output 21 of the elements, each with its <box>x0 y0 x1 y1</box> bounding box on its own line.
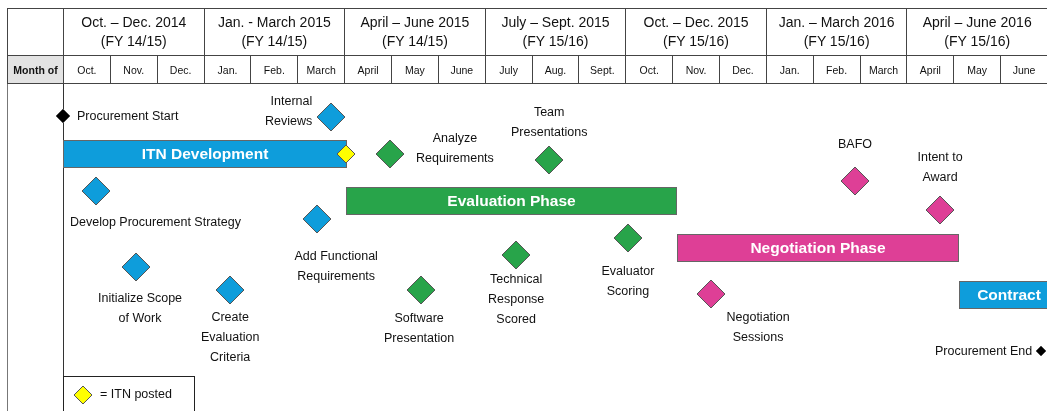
milestone-label: Negotiation Sessions <box>726 309 790 346</box>
milestone-label: Develop Procurement Strategy <box>70 214 241 231</box>
legend-label: = ITN posted <box>100 386 172 403</box>
milestone-label: Intent to Award <box>917 149 963 186</box>
row-header: Month of <box>7 55 64 84</box>
milestone-label: Add Functional Requirements <box>294 248 378 285</box>
phase-bar: Contract <box>959 281 1047 309</box>
milestone-label: Technical Response Scored <box>488 271 545 328</box>
milestone-label: Evaluator Scoring <box>601 263 655 300</box>
milestone-label: Create Evaluation Criteria <box>201 309 260 366</box>
phase-bar: Negotiation Phase <box>677 234 959 262</box>
phase-bar: ITN Development <box>63 140 347 168</box>
milestone-label: Team Presentations <box>511 104 588 141</box>
milestone-label: Internal Reviews <box>265 93 313 130</box>
milestone-label: Analyze Requirements <box>416 130 494 167</box>
milestone-label: Software Presentation <box>384 310 455 347</box>
milestone-label: Initialize Scope of Work <box>98 290 183 327</box>
milestone-label: BAFO <box>838 136 873 153</box>
phase-bar: Evaluation Phase <box>346 187 677 215</box>
milestone-label: Procurement End <box>935 343 1033 360</box>
milestone-label: Procurement Start <box>77 108 179 125</box>
